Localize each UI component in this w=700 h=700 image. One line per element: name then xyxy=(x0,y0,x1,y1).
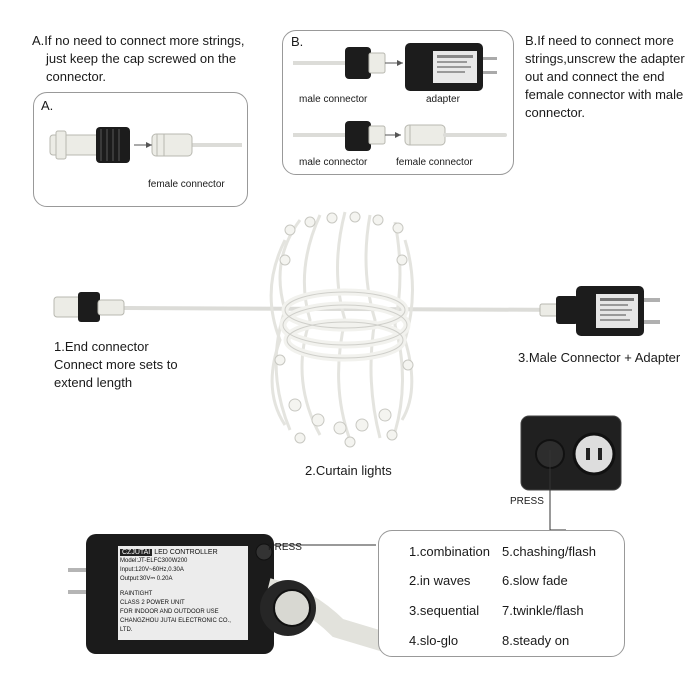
mode-item-1: 1.combination xyxy=(409,544,490,559)
controller-input: Input:120V~60Hz,0.30A xyxy=(120,567,184,573)
mode-item-4: 4.slo-glo xyxy=(409,633,459,648)
controller-maker: CHANGZHOU JUTAI ELECTRONIC CO., LTD. xyxy=(120,618,231,633)
cable-coil-outline xyxy=(282,291,408,359)
end-connector-line1: 1.End connector xyxy=(54,339,149,354)
male-connector-ring xyxy=(556,296,578,324)
end-connector-ring xyxy=(78,292,100,322)
modes-box: 1.combination 2.in waves 3.sequential 4.… xyxy=(378,530,625,657)
controller-brand: CZJUTAI xyxy=(120,549,153,556)
note-b-line1: B.If need to connect more xyxy=(525,33,674,48)
box-a: A. female connector xyxy=(33,92,248,207)
note-b-line3: out and connect the end xyxy=(525,69,665,84)
mode-item-2: 2.in waves xyxy=(409,573,471,588)
mode-item-8: 8.steady on xyxy=(502,633,570,648)
controller-prong-bottom xyxy=(68,590,88,594)
note-a-line1: A.If no need to connect more strings, xyxy=(32,33,245,48)
adapter-prong-top xyxy=(644,298,660,302)
box-a-title: A. xyxy=(41,98,54,113)
led-controller-illustration xyxy=(68,534,388,654)
male-adapter-label: 3.Male Connector + Adapter xyxy=(518,350,681,365)
controller-rain: RAINTIGHT xyxy=(120,591,153,597)
note-b-line5: connector. xyxy=(525,105,585,120)
adapter-prong-bottom xyxy=(644,320,660,324)
controller-class: CLASS 2 POWER UNIT xyxy=(120,600,185,606)
controller-output: Output:30V⎓ 0.20A xyxy=(120,576,173,582)
press-label-top: PRESS xyxy=(510,496,544,507)
led-bulbs xyxy=(274,211,414,448)
mode-item-5: 5.chashing/flash xyxy=(502,544,596,559)
box-b-title: B. xyxy=(291,34,304,49)
controller-prong-top xyxy=(68,568,88,572)
end-connector-line3: extend length xyxy=(54,375,133,390)
controller-use: FOR INDOOR AND OUTDOOR USE xyxy=(120,609,219,615)
note-a: A.If no need to connect more strings, ju… xyxy=(32,32,272,86)
note-a-line2: just keep the cap screwed on the xyxy=(46,51,237,66)
controller-button-closeup xyxy=(520,415,622,491)
box-b-male-label-1: male connector xyxy=(299,94,368,105)
box-b-female-label: female connector xyxy=(396,157,473,168)
box-a-female-label: female connector xyxy=(148,179,225,190)
controller-model: Model:JT-ELFC300W200 xyxy=(120,558,188,564)
box-b-bottom-illustration xyxy=(293,121,507,151)
curtain-lights-illustration xyxy=(53,211,660,448)
end-connector-label: 1.End connector Connect more sets to ext… xyxy=(54,338,244,392)
mode-item-6: 6.slow fade xyxy=(502,573,568,588)
box-a-connector-illustration xyxy=(49,127,242,163)
note-b-line2: strings,unscrew the adapter xyxy=(525,51,685,66)
mode-item-3: 3.sequential xyxy=(409,603,480,618)
box-b-top-illustration xyxy=(293,43,497,91)
end-connector-line2: Connect more sets to xyxy=(54,357,178,372)
box-b: B. male connector adapter male connector… xyxy=(282,30,514,175)
curtain-lights-label: 2.Curtain lights xyxy=(305,463,392,478)
note-b: B.If need to connect more strings,unscre… xyxy=(525,32,697,122)
box-b-male-label-2: male connector xyxy=(299,157,368,168)
controller-title: LED CONTROLLER xyxy=(154,549,218,556)
controller-label-text: CZJUTAI LED CONTROLLER Model:JT-ELFC300W… xyxy=(120,548,245,635)
mode-item-7: 7.twinkle/flash xyxy=(502,603,584,618)
note-a-line3: connector. xyxy=(46,69,106,84)
box-b-adapter-label: adapter xyxy=(426,94,460,105)
press-label-left: PRESS xyxy=(268,542,302,553)
note-b-line4: female connector with male xyxy=(525,87,684,102)
